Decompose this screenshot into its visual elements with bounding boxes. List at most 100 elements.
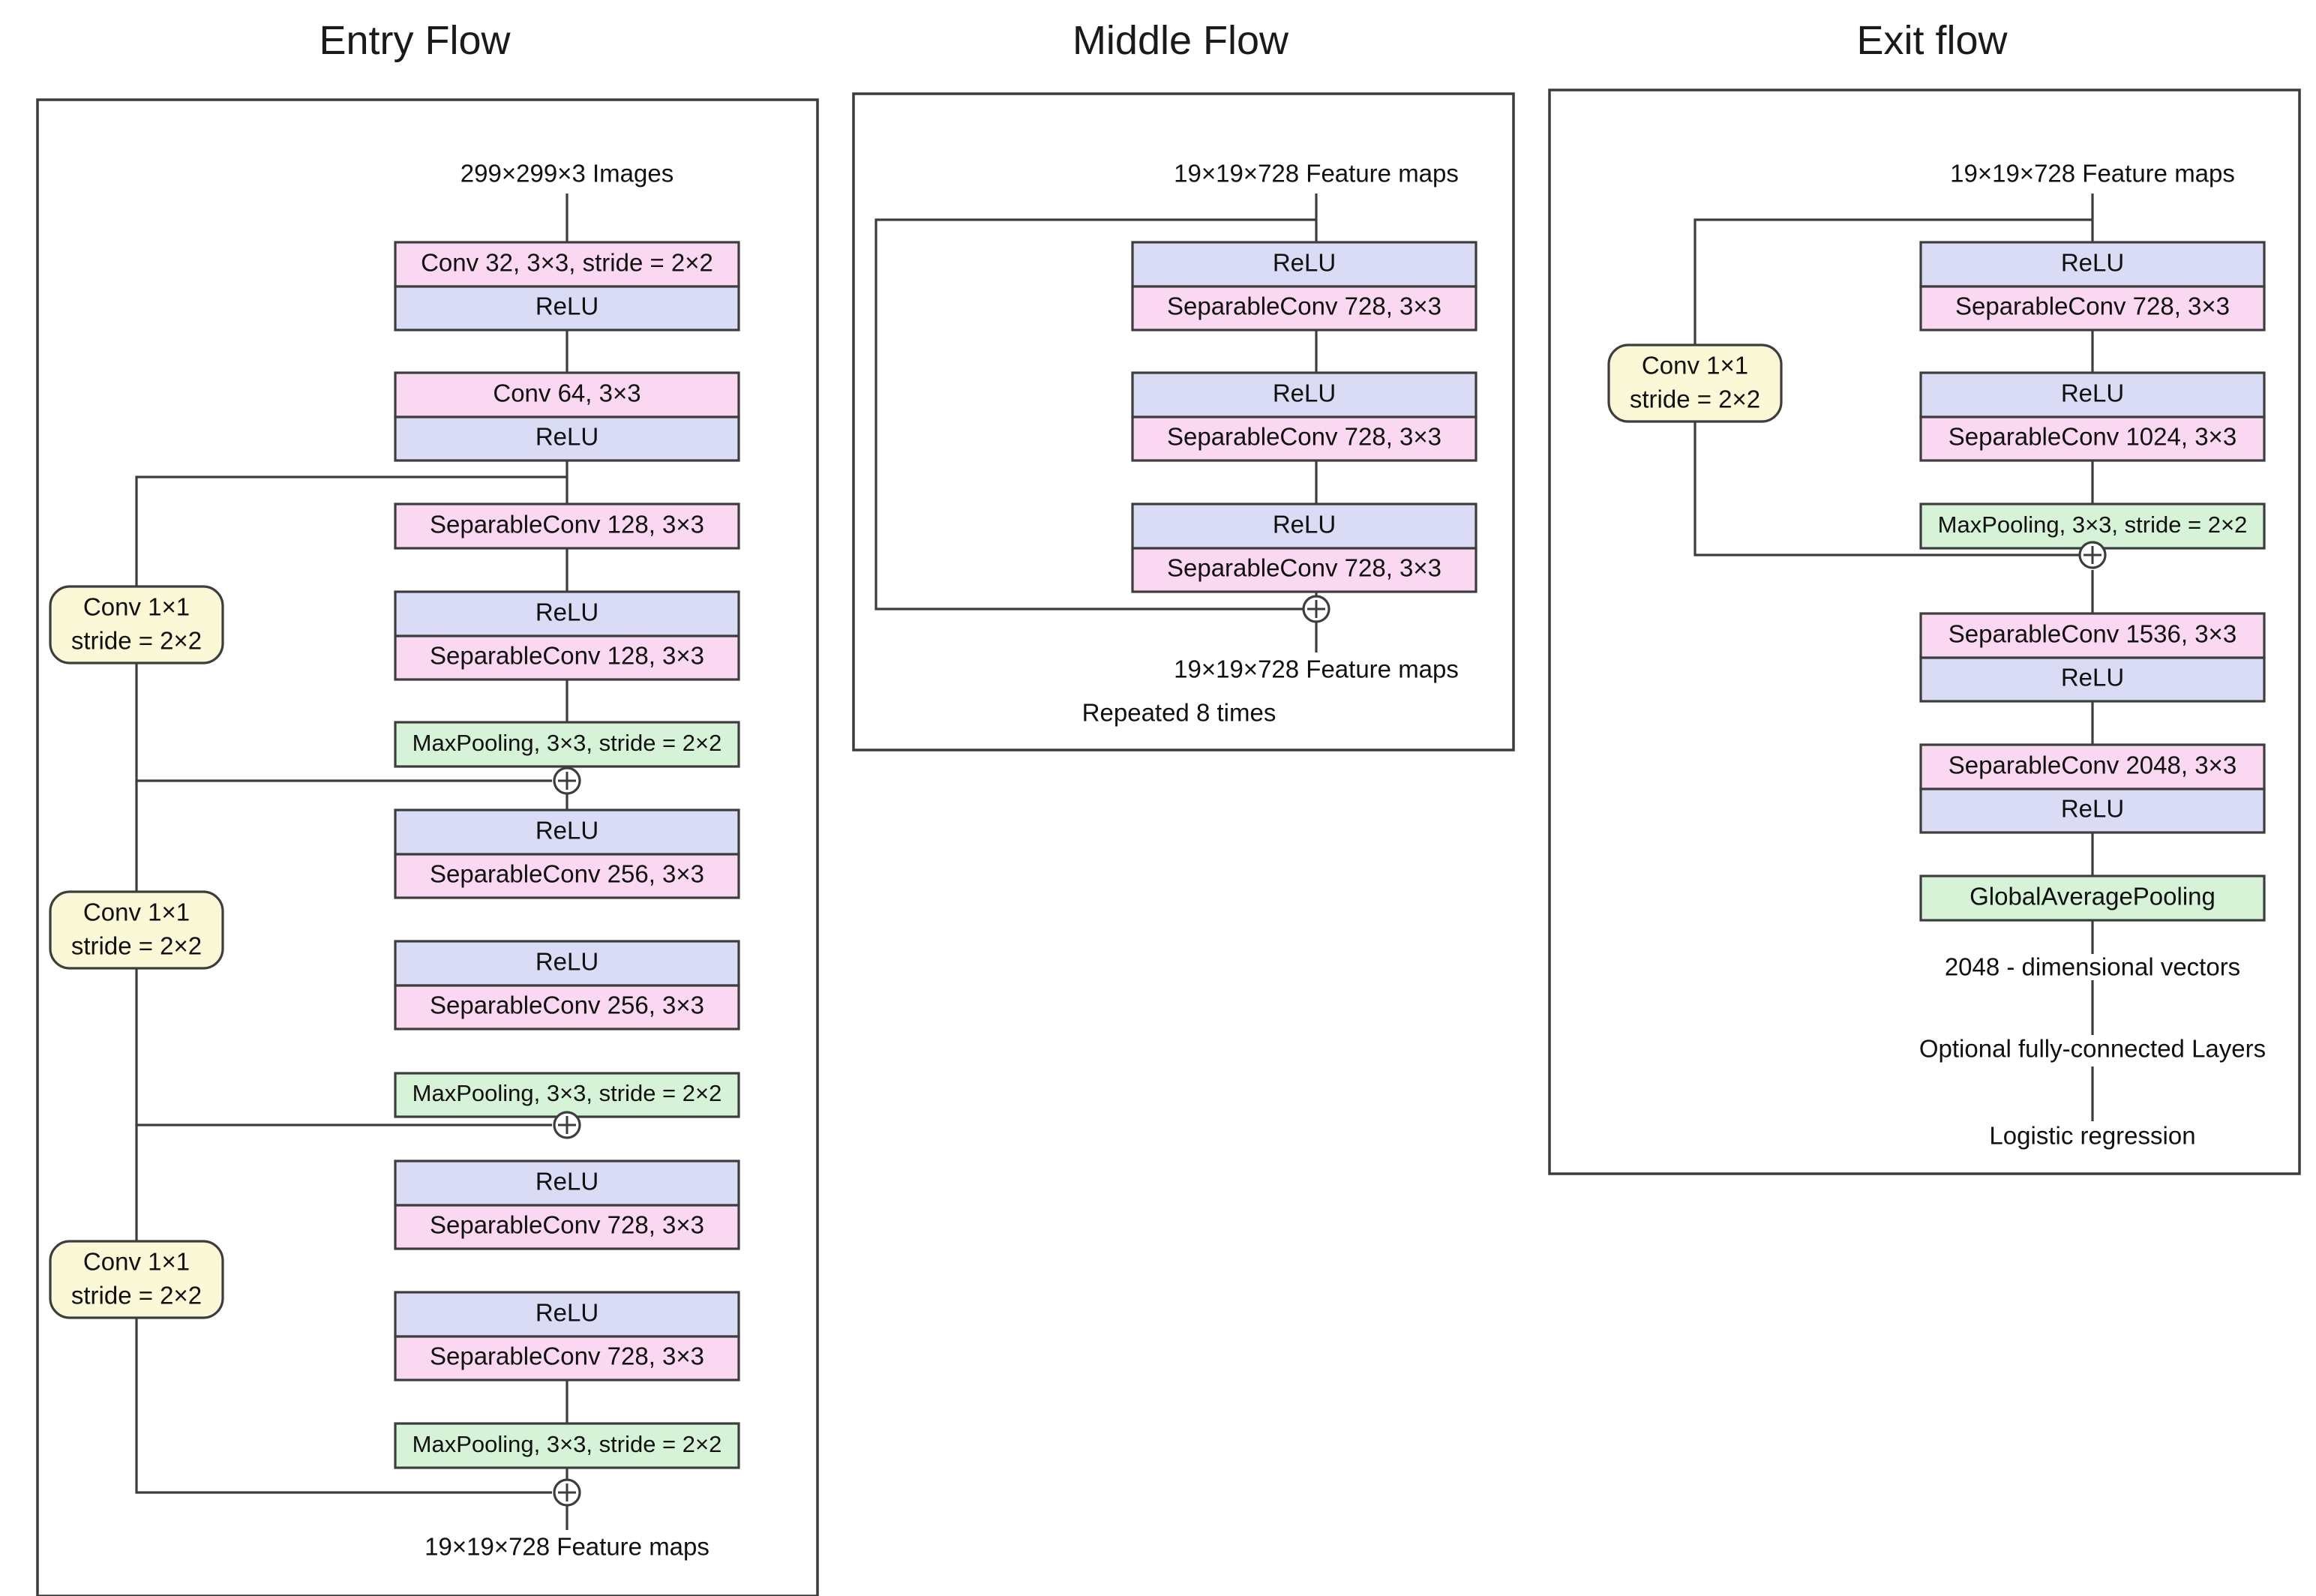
layer-rect-m3 — [1131, 371, 1478, 418]
add-node-icon — [553, 1478, 581, 1507]
entry-layer-box: Conv 32, 3×3, stride = 2×2 — [394, 241, 740, 288]
layer-label-m6: SeparableConv 728, 3×3 — [1167, 554, 1442, 582]
entry-layer-box: ReLU — [394, 808, 740, 856]
layer-label-e3: Conv 64, 3×3 — [493, 380, 640, 407]
exit-layer-box: SeparableConv 2048, 3×3 — [1919, 743, 2266, 790]
layer-rect-x8 — [1919, 743, 2266, 790]
entry-layer-box: SeparableConv 256, 3×3 — [394, 853, 740, 899]
layer-rect-e9 — [394, 808, 740, 856]
shortcut-rect-xs1 — [1607, 344, 1783, 423]
layer-rect-e5 — [394, 502, 740, 550]
exit-layer-box: SeparableConv 1024, 3×3 — [1919, 416, 2266, 462]
layer-rect-x1 — [1919, 241, 2266, 288]
middle-flow-group: Middle Flow 19×19×728 Feature maps ReLU … — [852, 18, 1515, 752]
middle-layer-box: SeparableConv 728, 3×3 — [1131, 547, 1478, 593]
shortcut-label-es2-line1: Conv 1×1 — [83, 898, 190, 926]
entry-layer-box: ReLU — [394, 940, 740, 987]
layer-label-e5: SeparableConv 128, 3×3 — [430, 511, 704, 538]
layer-label-m3: ReLU — [1273, 380, 1336, 407]
entry-shortcut-box: Conv 1×1 stride = 2×2 — [49, 585, 224, 664]
entry-flow-group: Entry Flow 299×299×3 Images — [36, 18, 819, 1596]
entry-layer-box: ReLU — [394, 285, 740, 332]
layer-rect-e12 — [394, 984, 740, 1030]
middle-layer-box: SeparableConv 728, 3×3 — [1131, 285, 1478, 332]
layer-label-x8: SeparableConv 2048, 3×3 — [1948, 752, 2236, 779]
layer-rect-e16 — [394, 1291, 740, 1338]
exit-flow-group: Exit flow 19×19×728 Feature maps Conv 1×… — [1548, 18, 2301, 1175]
layer-label-e4: ReLU — [536, 423, 598, 451]
exit-flow-fc-label: Optional fully-connected Layers — [1919, 1035, 2266, 1063]
entry-shortcut-box: Conv 1×1 stride = 2×2 — [49, 890, 224, 970]
layer-rect-m5 — [1131, 502, 1478, 550]
layer-rect-x6 — [1919, 612, 2266, 659]
layer-rect-m4 — [1131, 416, 1478, 462]
exit-layer-box: SeparableConv 1536, 3×3 — [1919, 612, 2266, 659]
middle-flow-input-label: 19×19×728 Feature maps — [1174, 160, 1459, 188]
layer-label-x5: MaxPooling, 3×3, stride = 2×2 — [1938, 512, 2248, 538]
entry-layer-box: ReLU — [394, 1291, 740, 1338]
shortcut-label-xs1-line1: Conv 1×1 — [1642, 352, 1748, 380]
shortcut-rect-es3 — [49, 1240, 224, 1319]
entry-layer-box: SeparableConv 728, 3×3 — [394, 1335, 740, 1382]
layer-rect-e6 — [394, 590, 740, 638]
layer-rect-e14 — [394, 1160, 740, 1207]
entry-layer-box: MaxPooling, 3×3, stride = 2×2 — [394, 721, 740, 768]
exit-layer-box: GlobalAveragePooling — [1919, 874, 2266, 922]
shortcut-rect-es1 — [49, 585, 224, 664]
layer-rect-e1 — [394, 241, 740, 288]
layer-label-e7: SeparableConv 128, 3×3 — [430, 642, 704, 670]
add-node-icon — [1302, 595, 1330, 623]
layer-rect-m1 — [1131, 241, 1478, 288]
entry-layer-box: ReLU — [394, 1160, 740, 1207]
entry-flow-input-label: 299×299×3 Images — [460, 160, 674, 188]
exit-flow-vector-label: 2048 - dimensional vectors — [1945, 953, 2240, 981]
shortcut-label-es1-line1: Conv 1×1 — [83, 593, 190, 621]
layer-label-e18: MaxPooling, 3×3, stride = 2×2 — [412, 1431, 722, 1457]
layer-rect-e10 — [394, 853, 740, 899]
exit-flow-title: Exit flow — [1856, 18, 2008, 63]
add-node-icon — [553, 766, 581, 795]
middle-flow-repeat-label: Repeated 8 times — [1082, 699, 1276, 727]
layer-rect-e4 — [394, 416, 740, 462]
layer-rect-x10 — [1919, 874, 2266, 922]
layer-label-x4: SeparableConv 1024, 3×3 — [1948, 423, 2236, 451]
layer-rect-e15 — [394, 1204, 740, 1250]
shortcut-rect-es2 — [49, 890, 224, 970]
entry-layer-box: SeparableConv 128, 3×3 — [394, 502, 740, 550]
entry-flow-title: Entry Flow — [319, 18, 511, 63]
middle-layer-box: SeparableConv 728, 3×3 — [1131, 416, 1478, 462]
add-node-icon — [553, 1111, 581, 1139]
entry-layer-box: SeparableConv 728, 3×3 — [394, 1204, 740, 1250]
layer-rect-x4 — [1919, 416, 2266, 462]
layer-rect-e11 — [394, 940, 740, 987]
layer-label-e11: ReLU — [536, 948, 598, 976]
middle-layer-box: ReLU — [1131, 502, 1478, 550]
layer-rect-e7 — [394, 634, 740, 681]
layer-rect-m2 — [1131, 285, 1478, 332]
layer-label-e13: MaxPooling, 3×3, stride = 2×2 — [412, 1080, 722, 1106]
layer-rect-x5 — [1919, 502, 2266, 550]
layer-label-m1: ReLU — [1273, 249, 1336, 277]
layer-label-x2: SeparableConv 728, 3×3 — [1955, 292, 2230, 320]
layer-rect-e13 — [394, 1072, 740, 1118]
layer-rect-e3 — [394, 371, 740, 418]
layer-label-e1: Conv 32, 3×3, stride = 2×2 — [421, 249, 713, 277]
layer-rect-x9 — [1919, 788, 2266, 834]
middle-flow-output-label: 19×19×728 Feature maps — [1174, 656, 1459, 683]
layer-rect-x7 — [1919, 656, 2266, 703]
entry-layer-box: ReLU — [394, 416, 740, 462]
layer-label-e15: SeparableConv 728, 3×3 — [430, 1211, 704, 1239]
layer-label-x3: ReLU — [2061, 380, 2124, 407]
layer-label-e14: ReLU — [536, 1168, 598, 1196]
exit-layer-box: MaxPooling, 3×3, stride = 2×2 — [1919, 502, 2266, 550]
entry-shortcut-box: Conv 1×1 stride = 2×2 — [49, 1240, 224, 1319]
add-node-icon — [2078, 541, 2107, 569]
exit-layer-box: ReLU — [1919, 371, 2266, 418]
layer-label-e10: SeparableConv 256, 3×3 — [430, 860, 704, 888]
layer-label-e2: ReLU — [536, 292, 598, 320]
layer-label-m2: SeparableConv 728, 3×3 — [1167, 292, 1442, 320]
layer-label-x10: GlobalAveragePooling — [1970, 883, 2216, 910]
layer-rect-e8 — [394, 721, 740, 768]
layer-label-e6: ReLU — [536, 598, 598, 626]
